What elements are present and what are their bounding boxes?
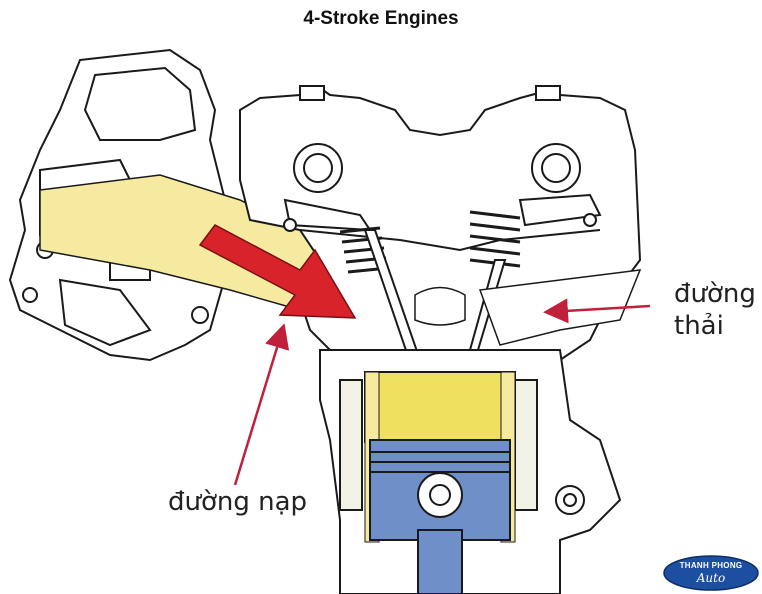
combustion-chamber bbox=[414, 286, 466, 326]
intake-label: đường nạp bbox=[168, 487, 308, 517]
brand-logo bbox=[663, 555, 759, 591]
valve-spring-intake bbox=[339, 226, 389, 274]
logo-line1: THANH PHONG bbox=[679, 561, 743, 570]
intake-pointer-arrow bbox=[233, 323, 290, 486]
diagram-title: 4-Stroke Engines bbox=[303, 8, 459, 29]
logo-line2: Auto bbox=[696, 571, 726, 585]
rocker-arms bbox=[283, 193, 602, 232]
camshaft-exhaust bbox=[531, 143, 581, 193]
camshaft-intake bbox=[293, 143, 343, 193]
exhaust-pointer-arrow bbox=[543, 298, 651, 324]
brand-logo-text: THANH PHONG Auto bbox=[664, 556, 758, 590]
intake-flow-arrow bbox=[198, 224, 357, 319]
exhaust-label: đường thải bbox=[674, 278, 756, 342]
connecting-rod bbox=[417, 529, 463, 594]
exhaust-label-line2: thải bbox=[674, 311, 724, 341]
piston bbox=[369, 439, 511, 541]
exhaust-label-line1: đường bbox=[674, 279, 756, 309]
valve-spring-exhaust bbox=[469, 210, 521, 268]
cylinder-mixture bbox=[364, 371, 516, 443]
